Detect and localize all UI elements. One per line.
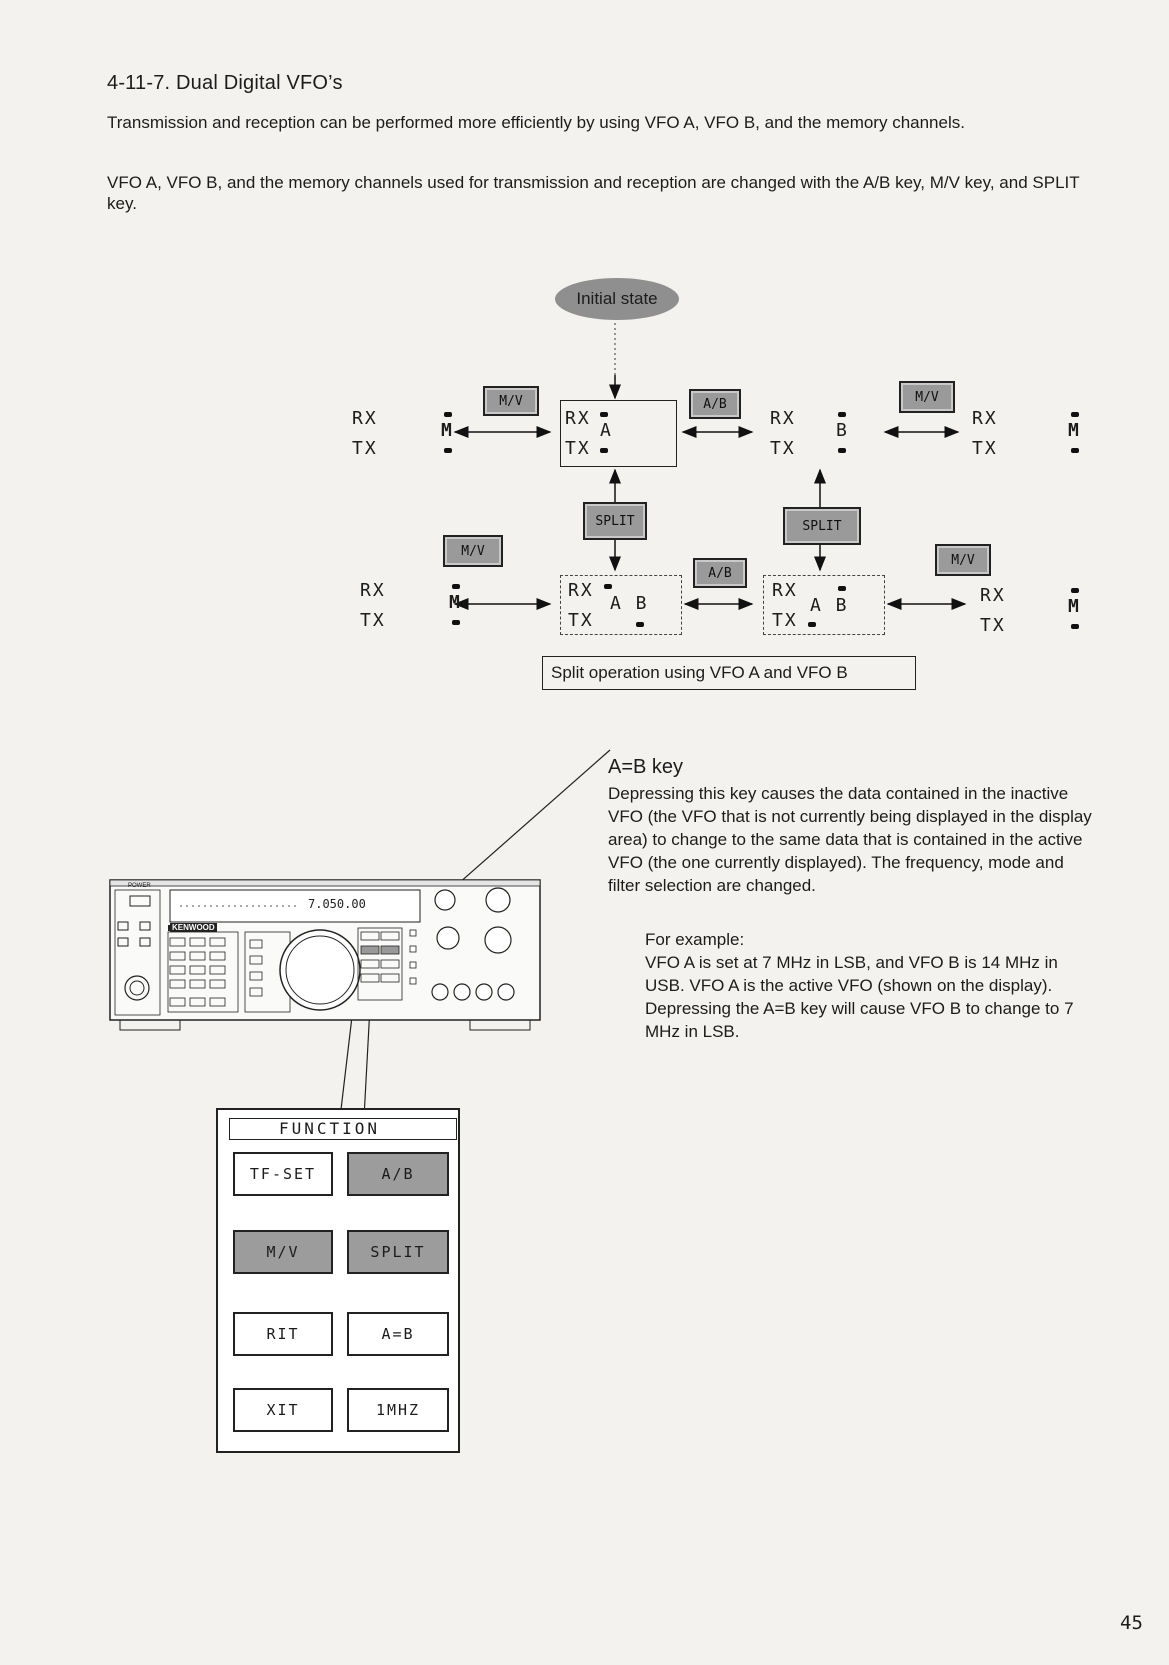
rx-dot <box>838 412 846 417</box>
mv-key-label: M/V <box>915 389 939 405</box>
intro-paragraph-1: Transmission and reception can be perfor… <box>107 113 965 132</box>
rx-label: RX <box>568 580 594 601</box>
function-panel-title: FUNCTION <box>279 1119 381 1138</box>
split-key[interactable]: SPLIT <box>783 507 861 545</box>
example-body: VFO A is set at 7 MHz in LSB, and VFO B … <box>645 953 1074 1041</box>
radio-display-frequency: 7.050.00 <box>308 897 366 911</box>
ab-key[interactable]: A/B <box>693 558 747 588</box>
diagram-caption-text: Split operation using VFO A and VFO B <box>551 663 848 682</box>
tx-label: TX <box>360 610 386 631</box>
vfo-ab-label: A B <box>610 593 649 614</box>
tx-label: TX <box>565 438 591 459</box>
tx-dot <box>838 448 846 453</box>
split-key-label: SPLIT <box>595 513 635 529</box>
tx-dot <box>600 448 608 453</box>
mv-key[interactable]: M/V <box>899 381 955 413</box>
vfo-m-label: M <box>1068 596 1081 617</box>
state-box-split-a <box>560 575 682 635</box>
ab-function-key-label: A/B <box>381 1165 415 1183</box>
rx-dot <box>444 412 452 417</box>
state-box-split-b <box>763 575 885 635</box>
initial-state-badge: Initial state <box>555 278 679 320</box>
initial-state-label: Initial state <box>576 289 658 308</box>
mv-key[interactable]: M/V <box>443 535 503 567</box>
ab-key[interactable]: A/B <box>689 389 741 419</box>
vfo-ab-label: A B <box>810 595 849 616</box>
radio-illustration <box>109 749 611 1119</box>
rit-key[interactable]: RIT <box>233 1312 333 1356</box>
diagram-caption: Split operation using VFO A and VFO B <box>542 656 916 690</box>
page-number: 45 <box>1120 1612 1143 1634</box>
radio-power-label: POWER <box>128 883 151 889</box>
1mhz-key-label: 1MHZ <box>375 1401 421 1419</box>
tx-label: TX <box>770 438 796 459</box>
intro-paragraph-2: VFO A, VFO B, and the memory channels us… <box>107 173 1080 213</box>
ab-key-note-title: A=B key <box>608 756 684 778</box>
mv-function-key-label: M/V <box>266 1243 300 1261</box>
tx-dot <box>1071 448 1079 453</box>
mv-key-label: M/V <box>499 393 523 409</box>
vfo-a-label: A <box>600 420 613 441</box>
split-function-key[interactable]: SPLIT <box>347 1230 449 1274</box>
rx-label: RX <box>770 408 796 429</box>
tx-dot <box>636 622 644 627</box>
mv-key[interactable]: M/V <box>483 386 539 416</box>
ab-key-label: A/B <box>703 396 727 412</box>
function-panel-title-box <box>229 1118 457 1140</box>
split-key[interactable]: SPLIT <box>583 502 647 540</box>
rit-key-label: RIT <box>266 1325 300 1343</box>
ab-function-key[interactable]: A/B <box>347 1152 449 1196</box>
section-heading: 4-11-7. Dual Digital VFO’s <box>107 72 343 94</box>
rx-dot <box>838 586 846 591</box>
rx-label: RX <box>772 580 798 601</box>
ab-key-note-body: Depressing this key causes the data cont… <box>608 784 1092 895</box>
vfo-m-label: M <box>1068 420 1081 441</box>
a-equals-b-key[interactable]: A=B <box>347 1312 449 1356</box>
tx-label: TX <box>772 610 798 631</box>
vfo-b-label: B <box>836 420 849 441</box>
mv-key-label: M/V <box>461 543 485 559</box>
rx-dot <box>1071 588 1079 593</box>
xit-key-label: XIT <box>266 1401 300 1419</box>
tx-label: TX <box>568 610 594 631</box>
tx-dot <box>808 622 816 627</box>
tf-set-key-label: TF-SET <box>249 1165 317 1183</box>
tx-label: TX <box>352 438 378 459</box>
state-diagram-lines <box>453 318 967 610</box>
rx-dot <box>600 412 608 417</box>
vfo-m-label: M <box>441 420 454 441</box>
rx-label: RX <box>972 408 998 429</box>
mv-key-label: M/V <box>951 552 975 568</box>
ab-key-label: A/B <box>708 565 732 581</box>
state-box-a <box>560 400 677 467</box>
tx-dot <box>444 448 452 453</box>
tx-label: TX <box>972 438 998 459</box>
tx-dot <box>1071 624 1079 629</box>
vfo-m-label: M <box>449 592 462 613</box>
radio-brand-logo: KENWOOD <box>170 923 217 932</box>
rx-label: RX <box>360 580 386 601</box>
xit-key[interactable]: XIT <box>233 1388 333 1432</box>
mv-key[interactable]: M/V <box>935 544 991 576</box>
split-function-key-label: SPLIT <box>370 1243 426 1261</box>
tx-label: TX <box>980 615 1006 636</box>
rx-label: RX <box>980 585 1006 606</box>
1mhz-key[interactable]: 1MHZ <box>347 1388 449 1432</box>
rx-dot <box>1071 412 1079 417</box>
rx-dot <box>604 584 612 589</box>
rx-label: RX <box>565 408 591 429</box>
rx-label: RX <box>352 408 378 429</box>
tf-set-key[interactable]: TF-SET <box>233 1152 333 1196</box>
tx-dot <box>452 620 460 625</box>
example-label: For example: <box>645 930 745 949</box>
a-equals-b-key-label: A=B <box>381 1325 415 1343</box>
split-key-label: SPLIT <box>802 518 842 534</box>
rx-dot <box>452 584 460 589</box>
mv-function-key[interactable]: M/V <box>233 1230 333 1274</box>
